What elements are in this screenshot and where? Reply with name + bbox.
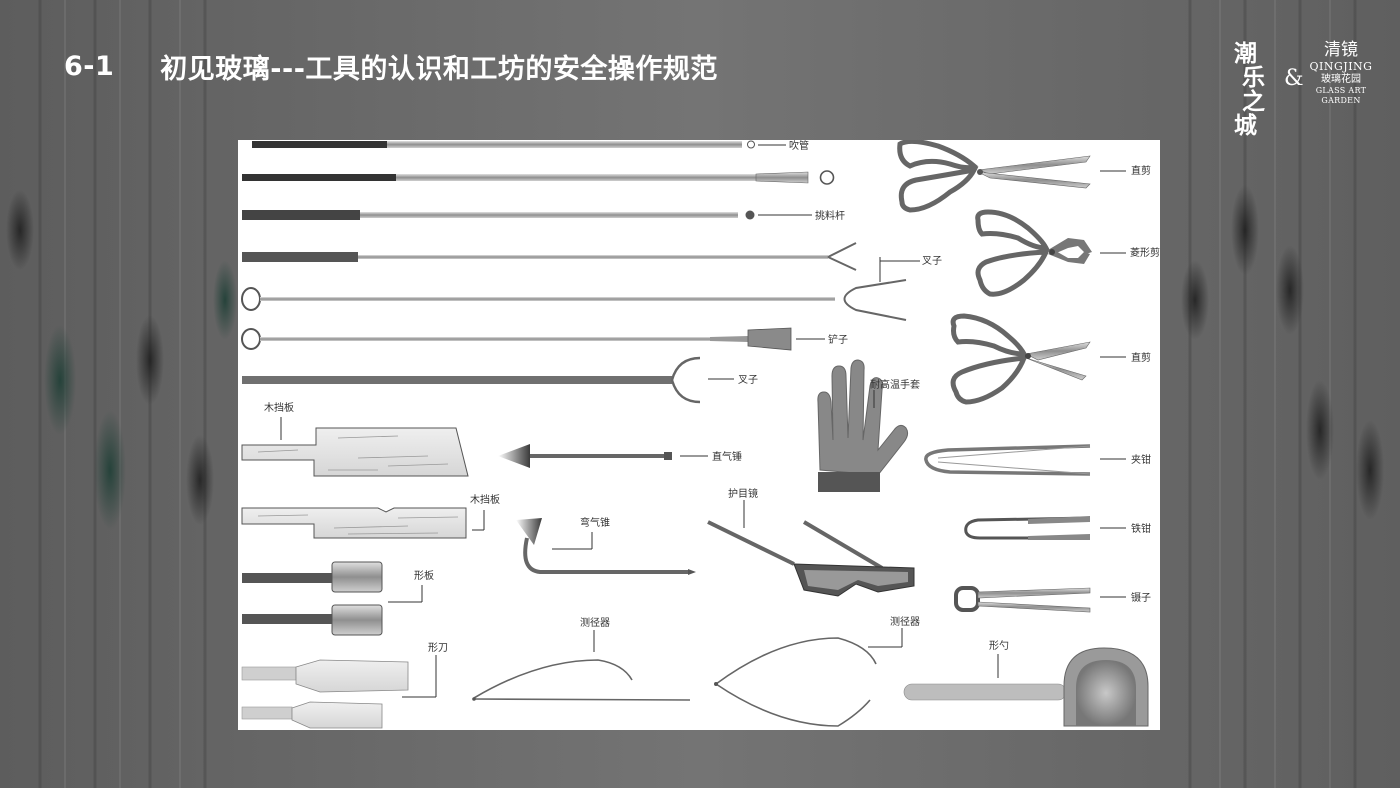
clamp-pliers-tool <box>924 444 1126 476</box>
label-blowpipe: 吹管 <box>789 140 809 152</box>
label-wood-board-1: 木挡板 <box>264 401 294 414</box>
shape-board-tool <box>242 561 423 636</box>
label-bent-torch: 弯气锥 <box>580 516 610 529</box>
fork-tool-2 <box>241 257 920 321</box>
tools-diagram: 吹管 挑料杆 叉子 铲子 <box>238 140 1160 730</box>
label-straight-shears-2: 直剪 <box>1131 351 1151 364</box>
logo-ampersand: & <box>1284 66 1304 91</box>
shape-knife-tool <box>241 655 437 729</box>
label-shape-knife: 形刀 <box>428 642 448 654</box>
slide-title: 6-1 初见玻璃---工具的认识和工坊的安全操作规范 <box>64 48 718 85</box>
label-tweezers: 镊子 <box>1131 592 1151 604</box>
goggles-tool <box>707 500 915 597</box>
wood-board-tool-2 <box>241 507 485 539</box>
gloves-tool <box>817 359 909 492</box>
label-gloves: 耐高温手套 <box>870 378 920 391</box>
logo-char-1: 潮 <box>1234 40 1257 67</box>
logo-char-3: 城 <box>1234 112 1257 139</box>
diamond-shears-tool <box>975 209 1126 297</box>
iron-tongs-tool <box>964 516 1126 540</box>
straight-torch-tool <box>498 444 708 468</box>
label-fork-2: 叉子 <box>738 374 758 386</box>
label-straight-torch: 直气锤 <box>712 450 742 463</box>
tweezers-tool <box>954 586 1126 613</box>
slide-number: 6-1 <box>64 50 115 82</box>
logo-brand-pinyin: QINGJING <box>1309 60 1373 73</box>
punty-tool <box>242 210 812 220</box>
shape-spoon-tool <box>903 647 1149 727</box>
fork-tool-3 <box>242 356 734 404</box>
label-fork-1: 叉子 <box>922 255 942 267</box>
logo-brand-en2: GARDEN <box>1321 96 1361 105</box>
slide-title-text: 初见玻璃---工具的认识和工坊的安全操作规范 <box>160 53 718 85</box>
fork-tool <box>242 242 857 271</box>
label-shape-board: 形板 <box>414 569 434 582</box>
logo-char-2: 乐之 <box>1242 64 1265 115</box>
label-shape-spoon: 形勺 <box>989 640 1009 652</box>
caliper-tool <box>472 630 691 701</box>
label-caliper-1: 测径器 <box>580 616 610 629</box>
wood-board-tool <box>241 417 469 477</box>
blowpipe-tool <box>252 140 786 149</box>
blowpipe-tool-2 <box>242 170 835 185</box>
label-straight-shears-1: 直剪 <box>1131 164 1151 177</box>
label-iron-tongs: 铁钳 <box>1131 522 1151 535</box>
label-wood-board-2: 木挡板 <box>470 493 500 506</box>
logo-brand-sub: 玻璃花园 <box>1321 74 1361 85</box>
straight-shears-tool-2 <box>950 313 1126 405</box>
straight-shears-tool <box>897 140 1126 213</box>
label-caliper-2: 测径器 <box>890 615 920 628</box>
label-shovel: 铲子 <box>828 334 848 346</box>
qingjing-logo: 清镜 QINGJING 玻璃花园 GLASS ART GARDEN <box>1308 40 1374 106</box>
label-clamp-pliers: 夹钳 <box>1131 453 1151 466</box>
label-goggles: 护目镜 <box>728 487 758 500</box>
label-punty: 挑料杆 <box>815 209 845 222</box>
label-diamond-shears: 菱形剪 <box>1130 246 1160 259</box>
chaolezhicheng-logo: 潮 乐之 城 <box>1234 42 1282 138</box>
logo-brand-cn: 清镜 <box>1324 40 1358 60</box>
brand-logo: 潮 乐之 城 & 清镜 QINGJING 玻璃花园 GLASS ART GARD… <box>1230 40 1380 138</box>
caliper-tool-2 <box>714 628 903 727</box>
shovel-tool <box>241 327 825 351</box>
bent-torch-tool <box>516 518 696 575</box>
logo-brand-en1: GLASS ART <box>1315 86 1367 95</box>
